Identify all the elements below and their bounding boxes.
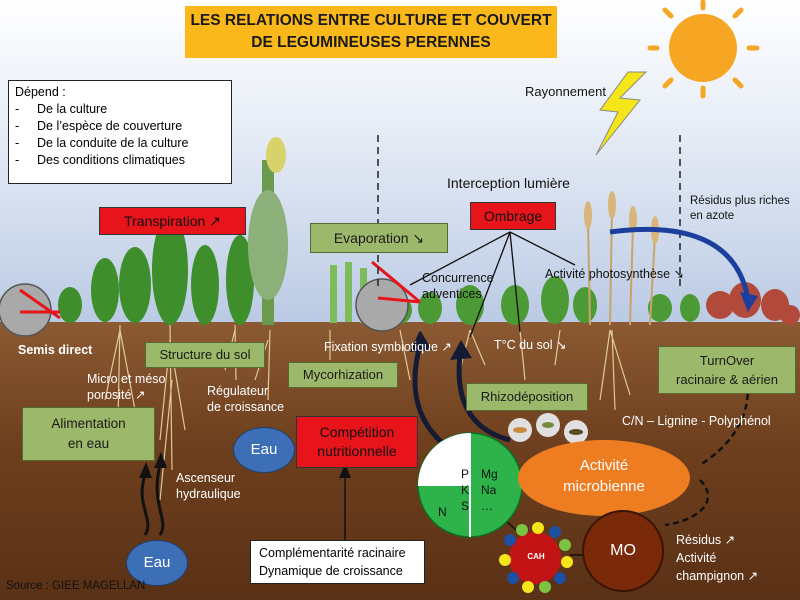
residus-riches-line: en azote <box>690 210 735 222</box>
rhizodeposition-box: Rhizodéposition <box>466 383 588 411</box>
diagram-title: LES RELATIONS ENTRE CULTURE ET COUVERT D… <box>185 6 557 58</box>
wheat-ears-illustration <box>584 191 659 244</box>
sun-icon <box>647 0 760 99</box>
porosite-line: Micro et méso <box>87 372 166 386</box>
residus-line: champignon ↗ <box>676 569 759 583</box>
title-line-2: DE LEGUMINEUSES PERENNES <box>251 34 491 51</box>
complementarite-line: Complémentarité racinaire <box>259 546 406 560</box>
alimentation-line: Alimentation <box>51 416 126 431</box>
alimentation-line: en eau <box>67 436 110 451</box>
concurrence-line: Concurrence <box>422 271 494 285</box>
depend-item: De l’espèce de couverture <box>15 118 225 135</box>
residus-riches-line: Résidus plus riches <box>690 195 790 207</box>
structure-sol-box: Structure du sol <box>145 342 265 368</box>
ascenseur-line: Ascenseur <box>176 471 236 485</box>
concurrence-label: Concurrence adventices <box>422 270 494 302</box>
depend-box: Dépend : De la culture De l’espèce de co… <box>8 80 232 184</box>
crop-plants-illustration <box>58 137 288 325</box>
concurrence-line: adventices <box>422 287 482 301</box>
competition-line: Compétition <box>319 424 395 440</box>
regulateur-label: Régulateur de croissance <box>207 383 284 415</box>
wheat-illustration <box>587 209 656 326</box>
title-line-1: LES RELATIONS ENTRE CULTURE ET COUVERT <box>190 12 552 29</box>
nutrient-item: P <box>461 467 470 481</box>
nutrient-item: Na <box>481 483 497 497</box>
eau-circle-top: Eau <box>233 427 295 473</box>
nitrogen-arrow <box>609 226 751 301</box>
nutrient-item: S <box>461 499 470 513</box>
nutrient-item: Mg <box>481 467 498 481</box>
ascenseur-label: Ascenseur hydraulique <box>176 470 241 502</box>
dashed-dividers <box>377 135 681 290</box>
residues-illustration <box>706 282 800 325</box>
activite-microbienne-line: microbienne <box>563 478 645 495</box>
nutrient-n: N <box>438 505 447 519</box>
alimentation-eau-box: Alimentation en eau <box>22 407 155 461</box>
depend-item: Des conditions climatiques <box>15 152 225 169</box>
semis-direct-label: Semis direct <box>18 343 93 357</box>
competition-box: Compétition nutritionnelle <box>296 416 418 468</box>
activite-microbienne-ellipse: Activité microbienne <box>518 440 690 516</box>
nutrient-item: K <box>461 483 470 497</box>
activite-microbienne-line: Activité <box>579 457 629 474</box>
ombrage-arrows <box>409 231 576 338</box>
turnover-line: TurnOver <box>699 353 755 368</box>
source-label: Source : GIEE MAGELLAN <box>6 580 146 592</box>
nutrient-left-col: P K S <box>461 466 469 514</box>
transpiration-box: Transpiration ↗ <box>99 207 246 235</box>
depend-item: De la conduite de la culture <box>15 135 225 152</box>
interception-label: Interception lumière <box>447 175 570 191</box>
eau-circle-bottom: Eau <box>126 540 188 586</box>
complementarite-box: Complémentarité racinaire Dynamique de c… <box>250 540 425 584</box>
rayonnement-label: Rayonnement <box>525 84 606 99</box>
microbe-icons <box>508 413 588 444</box>
porosite-line: porosité ↗ <box>87 388 146 402</box>
residus-activite-label: Résidus ↗ Activité champignon ↗ <box>676 531 758 585</box>
ascenseur-line: hydraulique <box>176 487 241 501</box>
activite-photosynthese-label: Activité photosynthèse ↘ <box>545 267 685 281</box>
residus-riches-label: Résidus plus riches en azote <box>690 194 790 224</box>
depend-item: De la culture <box>15 101 225 118</box>
turnover-box: TurnOver racinaire & aérien <box>658 346 796 394</box>
competition-line: nutritionnelle <box>317 443 397 459</box>
nutrient-pie <box>417 432 523 538</box>
cah-cluster <box>499 522 573 593</box>
mycorhization-box: Mycorhization <box>288 362 398 388</box>
ascenseur-arrows <box>140 464 165 536</box>
residus-line: Résidus ↗ <box>676 533 736 547</box>
depend-heading: Dépend : <box>15 85 66 99</box>
regulateur-line: de croissance <box>207 400 285 414</box>
complementarite-line: Dynamique de croissance <box>259 564 403 578</box>
tc-sol-label: T°C du sol ↘ <box>494 338 567 352</box>
seed-drill-illustration <box>0 260 421 337</box>
evaporation-box: Evaporation ↘ <box>310 223 448 253</box>
residus-line: Activité <box>676 551 717 565</box>
cah-label: CAH <box>527 552 545 561</box>
porosite-label: Micro et méso porosité ↗ <box>87 371 166 403</box>
turnover-line: racinaire & aérien <box>676 372 778 387</box>
cn-lignine-label: C/N – Lignine - Polyphénol <box>622 414 771 428</box>
ombrage-box: Ombrage <box>470 202 556 230</box>
mo-circle: MO <box>582 510 664 592</box>
nutrient-right-col: Mg Na … <box>481 466 498 514</box>
nutrient-item: … <box>481 499 493 513</box>
lightning-icon <box>595 71 648 156</box>
fixation-label: Fixation symbiotique ↗ <box>324 340 452 354</box>
regulateur-line: Régulateur <box>207 384 269 398</box>
